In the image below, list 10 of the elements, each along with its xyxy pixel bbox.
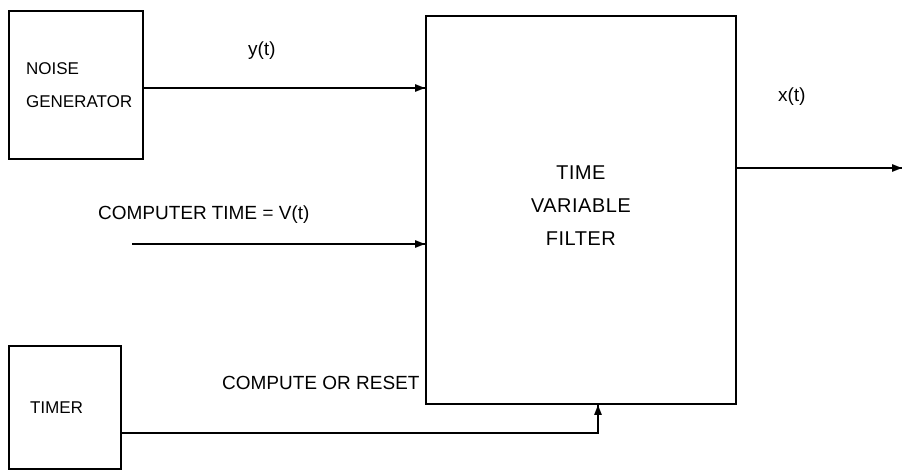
arrow: [737, 164, 902, 172]
arrow: [122, 405, 602, 434]
box-label: TIMER: [30, 397, 84, 419]
arrow: [132, 240, 425, 248]
box-label: NOISE GENERATOR: [26, 58, 130, 113]
process-box: [8, 10, 144, 160]
process-box: [8, 345, 122, 470]
process-box: [425, 15, 737, 405]
arrow: [144, 84, 425, 92]
box-label: TIME VARIABLE FILTER: [530, 161, 632, 252]
